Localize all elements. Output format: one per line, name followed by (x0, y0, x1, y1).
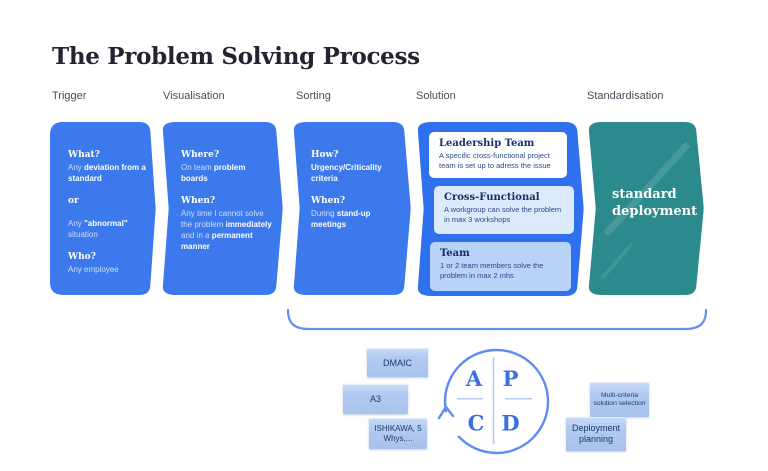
chevron-shape (162, 122, 283, 295)
pdca-letter-a: A (465, 366, 483, 391)
card-title: Leadership Team (439, 138, 535, 149)
card-body: A specific cross-functional project team… (439, 151, 551, 170)
page-title: The Problem Solving Process (52, 43, 420, 71)
solution-card-team: Team 1 or 2 team members solve the probl… (430, 242, 571, 291)
bracket-line (286, 308, 708, 331)
text-block: What?Any deviation from a standard (68, 150, 146, 183)
solution-card-leadership: Leadership Team A specific cross-functio… (429, 132, 567, 178)
text-block: Who?Any employee (68, 252, 119, 274)
tool-box-ishikawa: ISHIKAWA, 5 Whys,... (369, 418, 427, 449)
text-block: or (68, 196, 79, 206)
text-block: Where?On team problem boards (181, 150, 246, 183)
stage-box-sorting (293, 122, 411, 295)
chevron-shape (50, 122, 156, 295)
stage-box-standardisation (588, 122, 704, 295)
card-title: Cross-Functional (444, 192, 540, 203)
card-body: A workgroup can solve the problem in max… (444, 205, 562, 224)
pdca-letter-d: D (501, 411, 519, 436)
stage-header-standardisation: Standardisation (587, 90, 664, 102)
pdca-cycle: A P C D (436, 341, 557, 467)
stage-box-visualisation (162, 122, 283, 295)
stage-text-standardisation: standard deployment (612, 187, 698, 219)
tool-box-a3: A3 (343, 384, 408, 414)
text-block: When?Any time I cannot solve the problem… (181, 196, 272, 251)
stage-header-sorting: Sorting (296, 90, 331, 102)
arrow-head-icon (437, 405, 455, 420)
tool-box-dmaic: DMAIC (367, 348, 428, 377)
stage-header-trigger: Trigger (52, 90, 87, 102)
stage-header-visualisation: Visualisation (163, 90, 225, 102)
pdca-letter-c: C (468, 411, 485, 436)
solution-card-cross-functional: Cross-Functional A workgroup can solve t… (434, 186, 574, 234)
chevron-shape (293, 122, 411, 295)
tool-box-deployment-planning: Deployment planning (566, 417, 626, 451)
tool-box-multi-criteria: Multi-criteria solution selection (590, 382, 649, 417)
chevron-shape (588, 122, 704, 295)
text-block: Any "abnormal" situation (68, 219, 128, 239)
stage-box-trigger (50, 122, 156, 295)
stage-header-solution: Solution (416, 90, 456, 102)
text-block: How?Urgency/Criticality criteria (311, 150, 382, 183)
pdca-letter-p: P (503, 366, 519, 391)
text-block: When?During stand-up meetings (311, 196, 371, 229)
pdca-circle-icon: A P C D (437, 348, 550, 455)
bracket (286, 308, 708, 339)
card-title: Team (440, 248, 470, 259)
card-body: 1 or 2 team members solve the problem in… (440, 261, 544, 280)
